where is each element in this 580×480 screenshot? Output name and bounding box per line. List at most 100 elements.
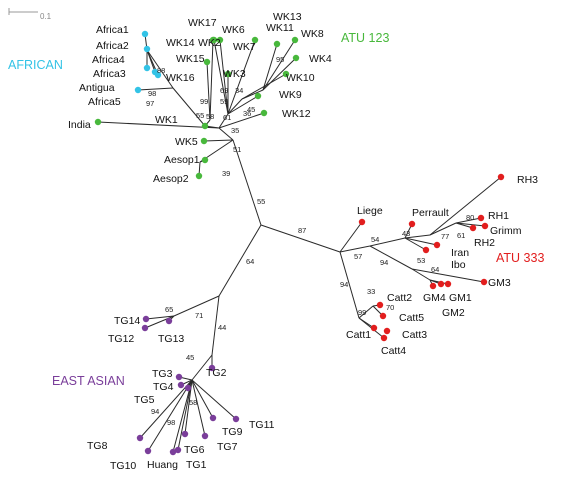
support-value: 99	[200, 97, 208, 106]
support-value: 57	[354, 252, 362, 261]
tip-rh2	[469, 224, 477, 232]
taxon-label-liege: Liege	[357, 205, 383, 217]
taxon-label-wk8: WK8	[301, 28, 324, 40]
support-value: 98	[167, 418, 175, 427]
support-value: 65	[165, 305, 173, 314]
taxon-label-tg1: TG1	[186, 459, 207, 471]
tip-tg11	[232, 415, 240, 423]
tip-tg12	[141, 324, 149, 332]
tip-tg7	[201, 432, 209, 440]
support-value: 45	[186, 353, 194, 362]
taxon-label-catt4: Catt4	[381, 345, 406, 357]
taxon-label-wk13: WK13	[273, 11, 302, 23]
support-value: 45	[247, 105, 255, 114]
tip-africa1	[141, 30, 149, 38]
taxon-label-wk12: WK12	[282, 108, 311, 120]
tip-ibo	[422, 246, 430, 254]
taxon-label-tg7: TG7	[217, 441, 238, 453]
taxon-label-tg2: TG2	[206, 367, 227, 379]
taxon-label-gm4: GM4	[423, 292, 446, 304]
support-value: 59	[220, 97, 228, 106]
taxon-label-antigua: Antigua	[79, 82, 115, 94]
tip-tg2	[208, 364, 216, 372]
taxon-label-wk9: WK9	[279, 89, 302, 101]
tip-catt5	[379, 312, 387, 320]
tip-huang	[169, 448, 177, 456]
tip-aesop1	[201, 156, 209, 164]
support-value: 94	[340, 280, 348, 289]
support-value: 35	[231, 126, 239, 135]
taxon-label-gm2: GM2	[442, 307, 465, 319]
support-value: 88	[157, 66, 165, 75]
taxon-label-gm1: GM1	[449, 292, 472, 304]
tip-catt1	[370, 324, 378, 332]
support-value: 39	[222, 169, 230, 178]
taxon-label-tg9: TG9	[222, 426, 243, 438]
support-value: 55	[196, 111, 204, 120]
tip-tg9	[209, 414, 217, 422]
tip-antigua	[151, 68, 159, 76]
taxon-label-tg8: TG8	[87, 440, 108, 452]
tip-tg13	[165, 317, 173, 325]
support-value: 64	[246, 257, 254, 266]
support-value: 61	[457, 231, 465, 240]
tip-catt4	[380, 334, 388, 342]
taxon-label-africa2: Africa2	[96, 40, 129, 52]
taxon-label-ibo: Ibo	[451, 259, 466, 271]
tip-tg10	[144, 447, 152, 455]
taxon-label-rh1: RH1	[488, 210, 509, 222]
taxon-label-tg3: TG3	[152, 368, 173, 380]
support-value: 80	[466, 213, 474, 222]
taxon-label-aesop1: Aesop1	[164, 154, 200, 166]
tip-wk2	[251, 36, 259, 44]
taxon-label-wk14: WK14	[166, 37, 195, 49]
tip-wk4	[254, 92, 262, 100]
taxon-label-tg10: TG10	[110, 460, 136, 472]
taxon-label-catt5: Catt5	[399, 312, 424, 324]
group-label-atu333: ATU 333	[496, 251, 544, 265]
taxon-label-huang: Huang	[147, 459, 178, 471]
east-asian-tips	[136, 315, 240, 456]
support-value: 58	[189, 398, 197, 407]
support-value: 43	[402, 229, 410, 238]
tip-iran	[433, 241, 441, 249]
support-value: 33	[367, 287, 375, 296]
taxon-label-tg6: TG6	[184, 444, 205, 456]
tip-catt2	[376, 301, 384, 309]
taxon-label-wk15: WK15	[176, 53, 205, 65]
taxon-label-grimm: Grimm	[490, 225, 522, 237]
taxon-label-wk7: WK7	[233, 41, 256, 53]
taxon-label-wk11: WK11	[266, 22, 294, 34]
tip-tg6	[181, 430, 189, 438]
tip-tg8	[136, 434, 144, 442]
support-value: 55	[257, 197, 265, 206]
african-tips	[134, 30, 162, 94]
scale-bar-label: 0.1	[40, 12, 52, 21]
tip-wk14	[210, 36, 218, 44]
support-value: 94	[151, 407, 159, 416]
taxon-label-tg13: TG13	[158, 333, 184, 345]
taxon-labels: Africa1 Africa2 Africa4 Africa3 Antigua …	[68, 11, 538, 472]
tip-wk15	[203, 58, 211, 66]
taxon-label-wk2: WK2	[198, 37, 221, 49]
taxon-label-africa4: Africa4	[92, 54, 125, 66]
tip-gm2	[444, 280, 452, 288]
tip-tg3	[175, 373, 183, 381]
support-value: 70	[386, 303, 394, 312]
taxon-label-catt3: Catt3	[402, 329, 427, 341]
taxon-label-wk16: WK16	[166, 72, 195, 84]
tip-tg5	[184, 384, 192, 392]
support-value: 44	[218, 323, 226, 332]
taxon-label-aesop2: Aesop2	[153, 173, 189, 185]
taxon-label-catt2: Catt2	[387, 292, 412, 304]
taxon-label-wk5: WK5	[175, 136, 198, 148]
group-label-african: AFRICAN	[8, 58, 63, 72]
support-value: 53	[417, 256, 425, 265]
taxon-label-tg11: TG11	[249, 419, 275, 431]
taxon-label-tg5: TG5	[134, 394, 155, 406]
taxon-label-catt1: Catt1	[346, 329, 371, 341]
scale-bar: 0.1	[8, 8, 52, 21]
taxon-label-wk17: WK17	[188, 17, 217, 29]
taxon-label-rh2: RH2	[474, 237, 495, 249]
tip-africa5	[134, 86, 142, 94]
